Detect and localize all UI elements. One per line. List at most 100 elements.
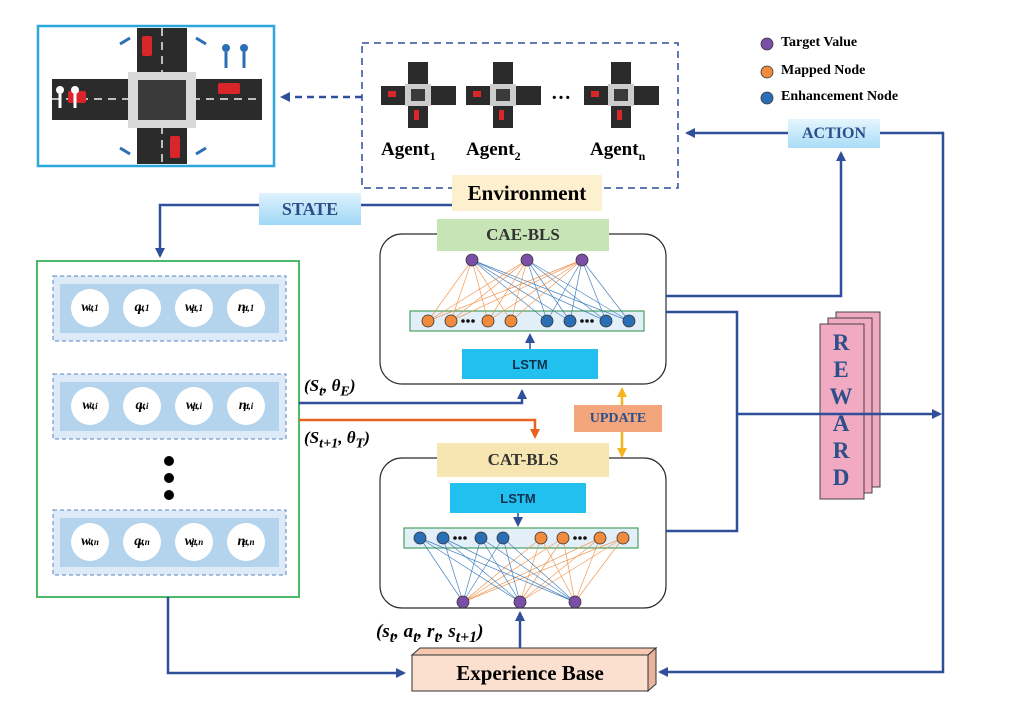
network-connection xyxy=(502,537,576,603)
network-connection xyxy=(462,537,542,603)
action-label: ACTION xyxy=(788,119,880,148)
reward-letter: D xyxy=(832,465,850,490)
legend-dot-enhancement xyxy=(760,91,774,105)
network-connection xyxy=(450,259,583,322)
network-connection xyxy=(502,537,521,603)
network-connection xyxy=(419,537,521,603)
network-connection xyxy=(471,259,630,322)
network-connection xyxy=(519,537,564,603)
network-connection xyxy=(450,259,528,322)
ellipsis-dot xyxy=(164,490,174,500)
network-connection xyxy=(462,537,482,603)
experience-base-label: Experience Base xyxy=(456,660,604,685)
equation-state-to-cae: (St, θE) xyxy=(304,376,356,400)
enhancement-node xyxy=(474,531,488,545)
reward-letter: W xyxy=(829,384,853,409)
network-connection xyxy=(487,259,528,322)
experience-base-box xyxy=(410,646,658,693)
network-connection xyxy=(540,537,576,603)
mapped-node xyxy=(534,531,548,545)
lstm-bottom-label: LSTM xyxy=(450,483,586,513)
target-node xyxy=(456,595,470,609)
network-connection xyxy=(427,259,473,322)
mapped-node xyxy=(593,531,607,545)
network-connection xyxy=(471,259,512,322)
arrow-cae-to-action xyxy=(666,151,846,298)
network-connection xyxy=(480,537,576,603)
node-ellipsis-dot xyxy=(461,319,465,323)
legend-dot-mapped xyxy=(760,65,774,79)
enhancement-node xyxy=(540,314,554,328)
network-connection xyxy=(462,537,601,603)
mapped-node xyxy=(556,531,570,545)
network-connection xyxy=(526,259,630,322)
network-connection xyxy=(471,259,489,322)
network-connection xyxy=(569,259,583,322)
target-node xyxy=(568,595,582,609)
node-ellipsis-dot xyxy=(458,536,462,540)
network-connection xyxy=(487,259,583,322)
agents-ellipsis: … xyxy=(551,82,571,104)
arrow-side-to-experience xyxy=(658,131,945,677)
intersection-illustration xyxy=(36,24,276,168)
network-connection xyxy=(519,537,624,603)
node-ellipsis-dot xyxy=(578,536,582,540)
network-connection xyxy=(519,537,601,603)
reward-letter: R xyxy=(832,438,850,463)
node-ellipsis-dot xyxy=(466,319,470,323)
mapped-node xyxy=(444,314,458,328)
network-connection xyxy=(526,259,548,322)
network-connection xyxy=(462,537,624,603)
network-connection xyxy=(574,537,624,603)
agent-n-intersection xyxy=(584,62,659,128)
mapped-node xyxy=(504,314,518,328)
network-connection xyxy=(471,259,607,322)
state-label: STATE xyxy=(259,193,361,225)
ellipsis-dot xyxy=(164,473,174,483)
network-connection xyxy=(471,259,571,322)
legend-dot-target xyxy=(760,37,774,51)
enhancement-node xyxy=(436,531,450,545)
reward-stack xyxy=(819,311,881,500)
node-ellipsis-dot xyxy=(453,536,457,540)
equation-experience: (st, at, rt, st+1) xyxy=(376,621,484,646)
arrow-cat-to-reward xyxy=(666,414,739,533)
node-ellipsis-dot xyxy=(573,536,577,540)
node-ellipsis-dot xyxy=(471,319,475,323)
environment-label: Environment xyxy=(452,175,602,211)
target-node xyxy=(513,595,527,609)
network-connection xyxy=(427,259,583,322)
node-ellipsis-dot xyxy=(585,319,589,323)
mapped-node xyxy=(421,314,435,328)
agent-1-intersection xyxy=(381,62,456,128)
cat-bls-label: CAT-BLS xyxy=(437,443,609,477)
network-connection xyxy=(581,259,630,322)
arrow-state-to-cat xyxy=(299,418,540,439)
enhancement-node xyxy=(622,314,636,328)
legend-label-enhancement: Enhancement Node xyxy=(781,89,899,104)
arrow-state-to-cae xyxy=(299,389,527,405)
network-connection xyxy=(419,537,576,603)
network-connection xyxy=(574,537,601,603)
arrows xyxy=(155,128,945,678)
network-connection xyxy=(546,259,583,322)
cae-bls-label: CAE-BLS xyxy=(437,219,609,251)
reward-letter: R xyxy=(832,330,850,355)
network-connection xyxy=(480,537,521,603)
network-connection xyxy=(419,537,464,603)
update-label: UPDATE xyxy=(574,405,662,432)
network-connection xyxy=(471,259,548,322)
agent-2-label: Agent2 xyxy=(466,139,521,163)
enhancement-node xyxy=(599,314,613,328)
target-node xyxy=(520,253,534,267)
arrow-state-to-experience xyxy=(166,597,406,678)
reward-letter: E xyxy=(833,357,849,382)
legend-label-mapped: Mapped Node xyxy=(781,63,866,78)
